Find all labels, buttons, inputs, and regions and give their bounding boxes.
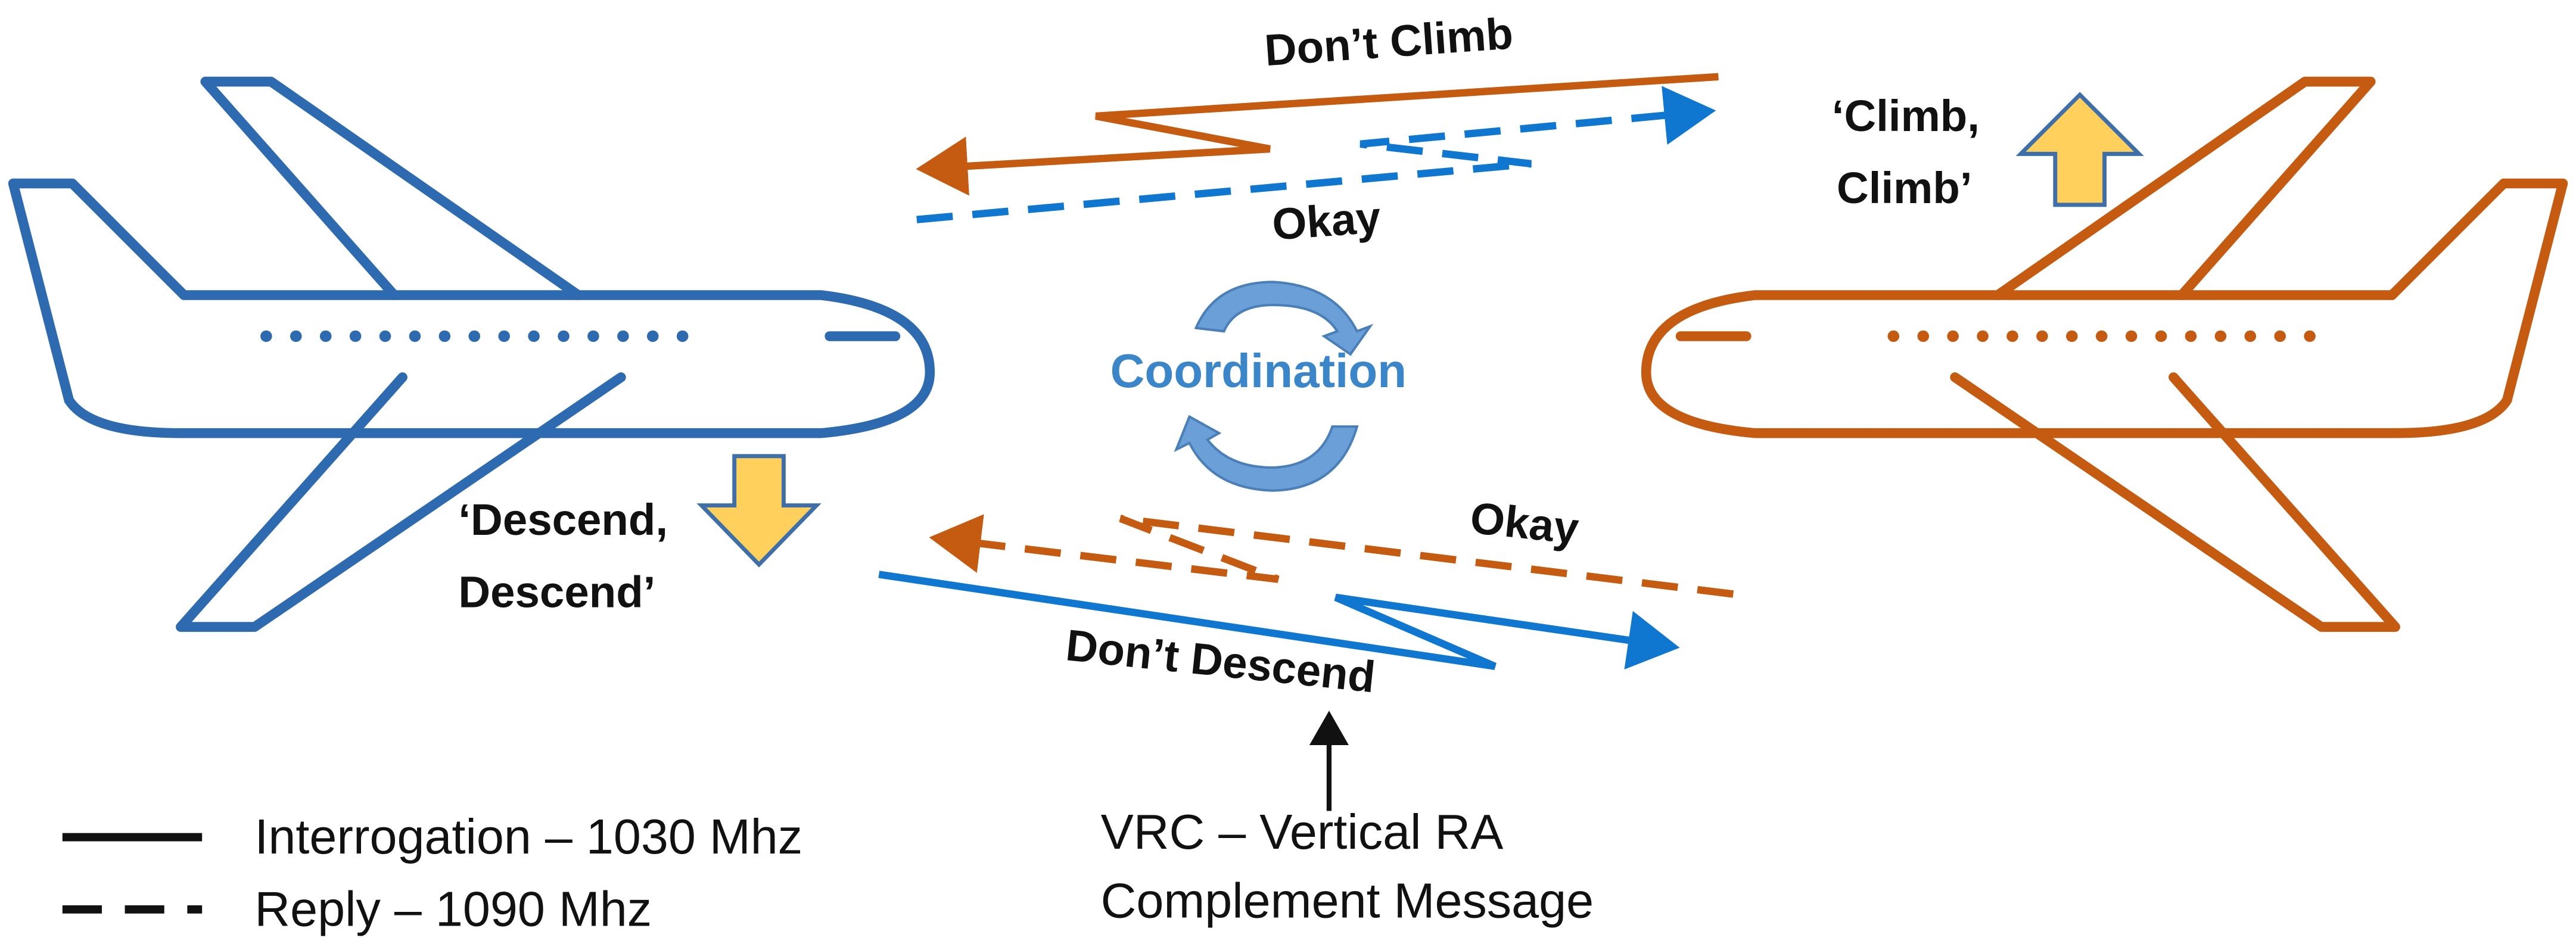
left-aircraft-icon [8, 76, 935, 632]
vrc-label-line1: VRC – Vertical RA [1101, 804, 1504, 859]
descend-advisory-line2: Descend’ [458, 567, 655, 616]
okay-label-bottom: Okay [1468, 493, 1581, 554]
climb-advisory-line1: ‘Climb, [1832, 91, 1980, 141]
okay-reply-line-top [916, 86, 1716, 223]
dont-descend-interrogation-line [878, 571, 1680, 670]
descend-advisory-line1: ‘Descend, [458, 495, 668, 544]
legend: Interrogation – 1030 Mhz Reply – 1090 Mh… [62, 809, 802, 936]
okay-reply-line-bottom [929, 514, 1734, 598]
okay-label-top: Okay [1271, 192, 1382, 250]
right-aircraft-icon [1641, 76, 2568, 632]
dont-climb-interrogation-line [916, 73, 1719, 196]
legend-solid-label: Interrogation – 1030 Mhz [254, 809, 802, 864]
coordination-cycle-icon [1174, 281, 1374, 492]
legend-dashed-label: Reply – 1090 Mhz [254, 881, 652, 936]
descend-arrow-icon [696, 454, 822, 568]
coordination-label: Coordination [1110, 344, 1407, 397]
vrc-label-line2: Complement Message [1101, 873, 1594, 929]
dont-climb-label: Don’t Climb [1263, 8, 1514, 75]
climb-advisory-line2: Climb’ [1837, 163, 1972, 213]
dont-descend-label: Don’t Descend [1063, 620, 1377, 702]
climb-arrow-icon [2015, 92, 2144, 207]
